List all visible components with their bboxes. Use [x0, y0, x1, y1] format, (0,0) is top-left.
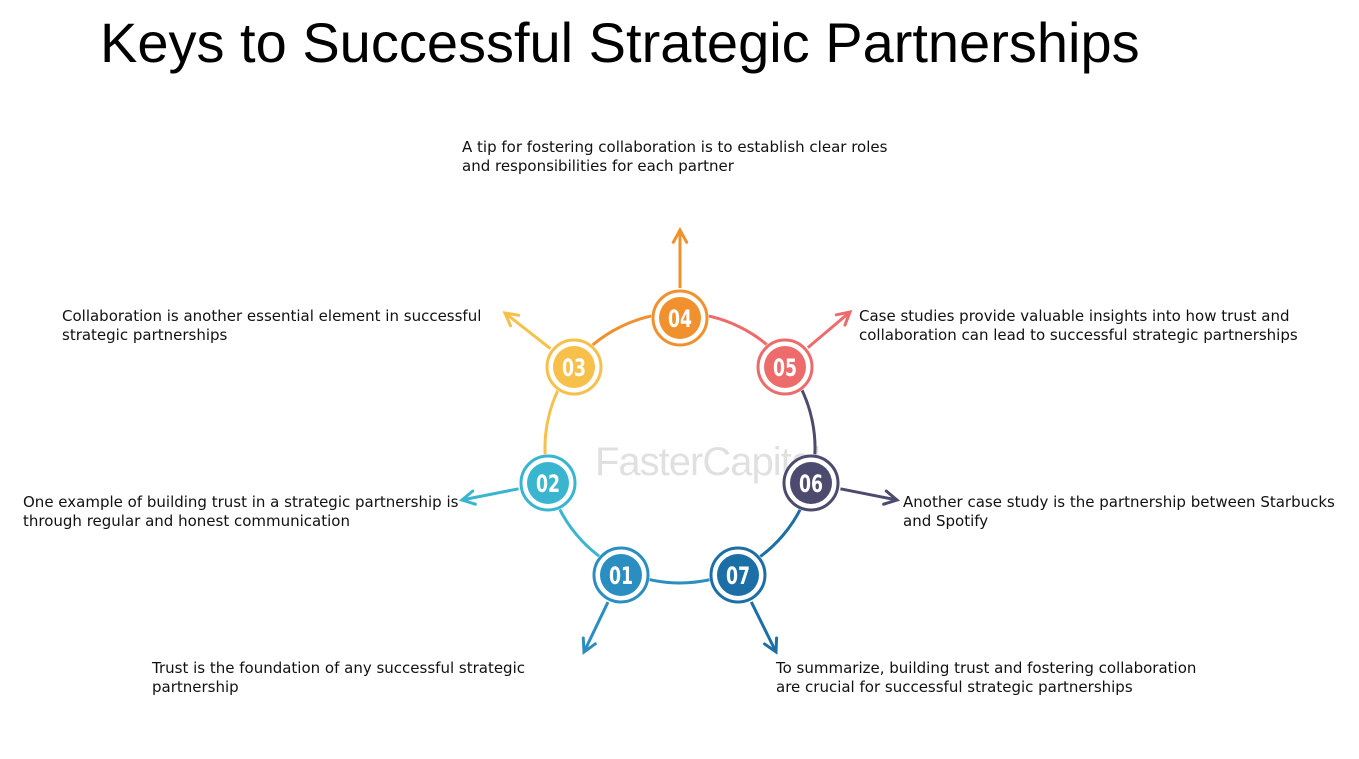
arrow-line [504, 311, 552, 350]
step-number-04: 04 [668, 306, 692, 334]
arrow-head-icon [882, 489, 901, 506]
step-text-04: A tip for fostering collaboration is to … [462, 138, 888, 175]
arrow-head-icon [671, 226, 689, 244]
node-ring [756, 338, 814, 396]
arrow-line [840, 487, 898, 502]
node-ring [709, 546, 767, 604]
arrow-line [749, 601, 778, 653]
step-number-06: 06 [799, 471, 823, 499]
page-title: Keys to Successful Strategic Partnership… [100, 11, 1140, 74]
step-number-01: 01 [609, 563, 633, 591]
node-ring [545, 338, 603, 396]
arrow-head-icon [834, 309, 853, 327]
node-circle [764, 346, 806, 388]
step-text-07: To summarize, building trust and fosteri… [776, 659, 1197, 696]
step-text-05: Case studies provide valuable insights i… [859, 307, 1298, 344]
node-circle [527, 462, 569, 504]
step-text-03: Collaboration is another essential eleme… [62, 307, 482, 344]
step-number-02: 02 [536, 471, 560, 499]
step-text-01: Trust is the foundation of any successfu… [152, 659, 525, 696]
node-ring [592, 546, 650, 604]
step-text-06: Another case study is the partnership be… [903, 493, 1335, 530]
step-number-05: 05 [773, 355, 797, 383]
step-number-07: 07 [726, 563, 750, 591]
node-circle [600, 554, 642, 596]
arrow-line [461, 487, 519, 502]
arrow-line [582, 601, 610, 653]
step-number-03: 03 [562, 355, 586, 383]
node-circle [790, 462, 832, 504]
arrow-head-icon [581, 636, 597, 655]
node-circle [659, 297, 701, 339]
arrow-line [806, 310, 851, 349]
node-ring [519, 454, 577, 512]
node-circle [717, 554, 759, 596]
arrow-head-icon [458, 489, 477, 506]
node-ring [651, 289, 709, 347]
arrow-head-icon [502, 311, 521, 328]
step-text-02: One example of building trust in a strat… [23, 493, 459, 530]
arrow-head-icon [763, 636, 779, 655]
node-circle [553, 346, 595, 388]
node-ring [782, 454, 840, 512]
